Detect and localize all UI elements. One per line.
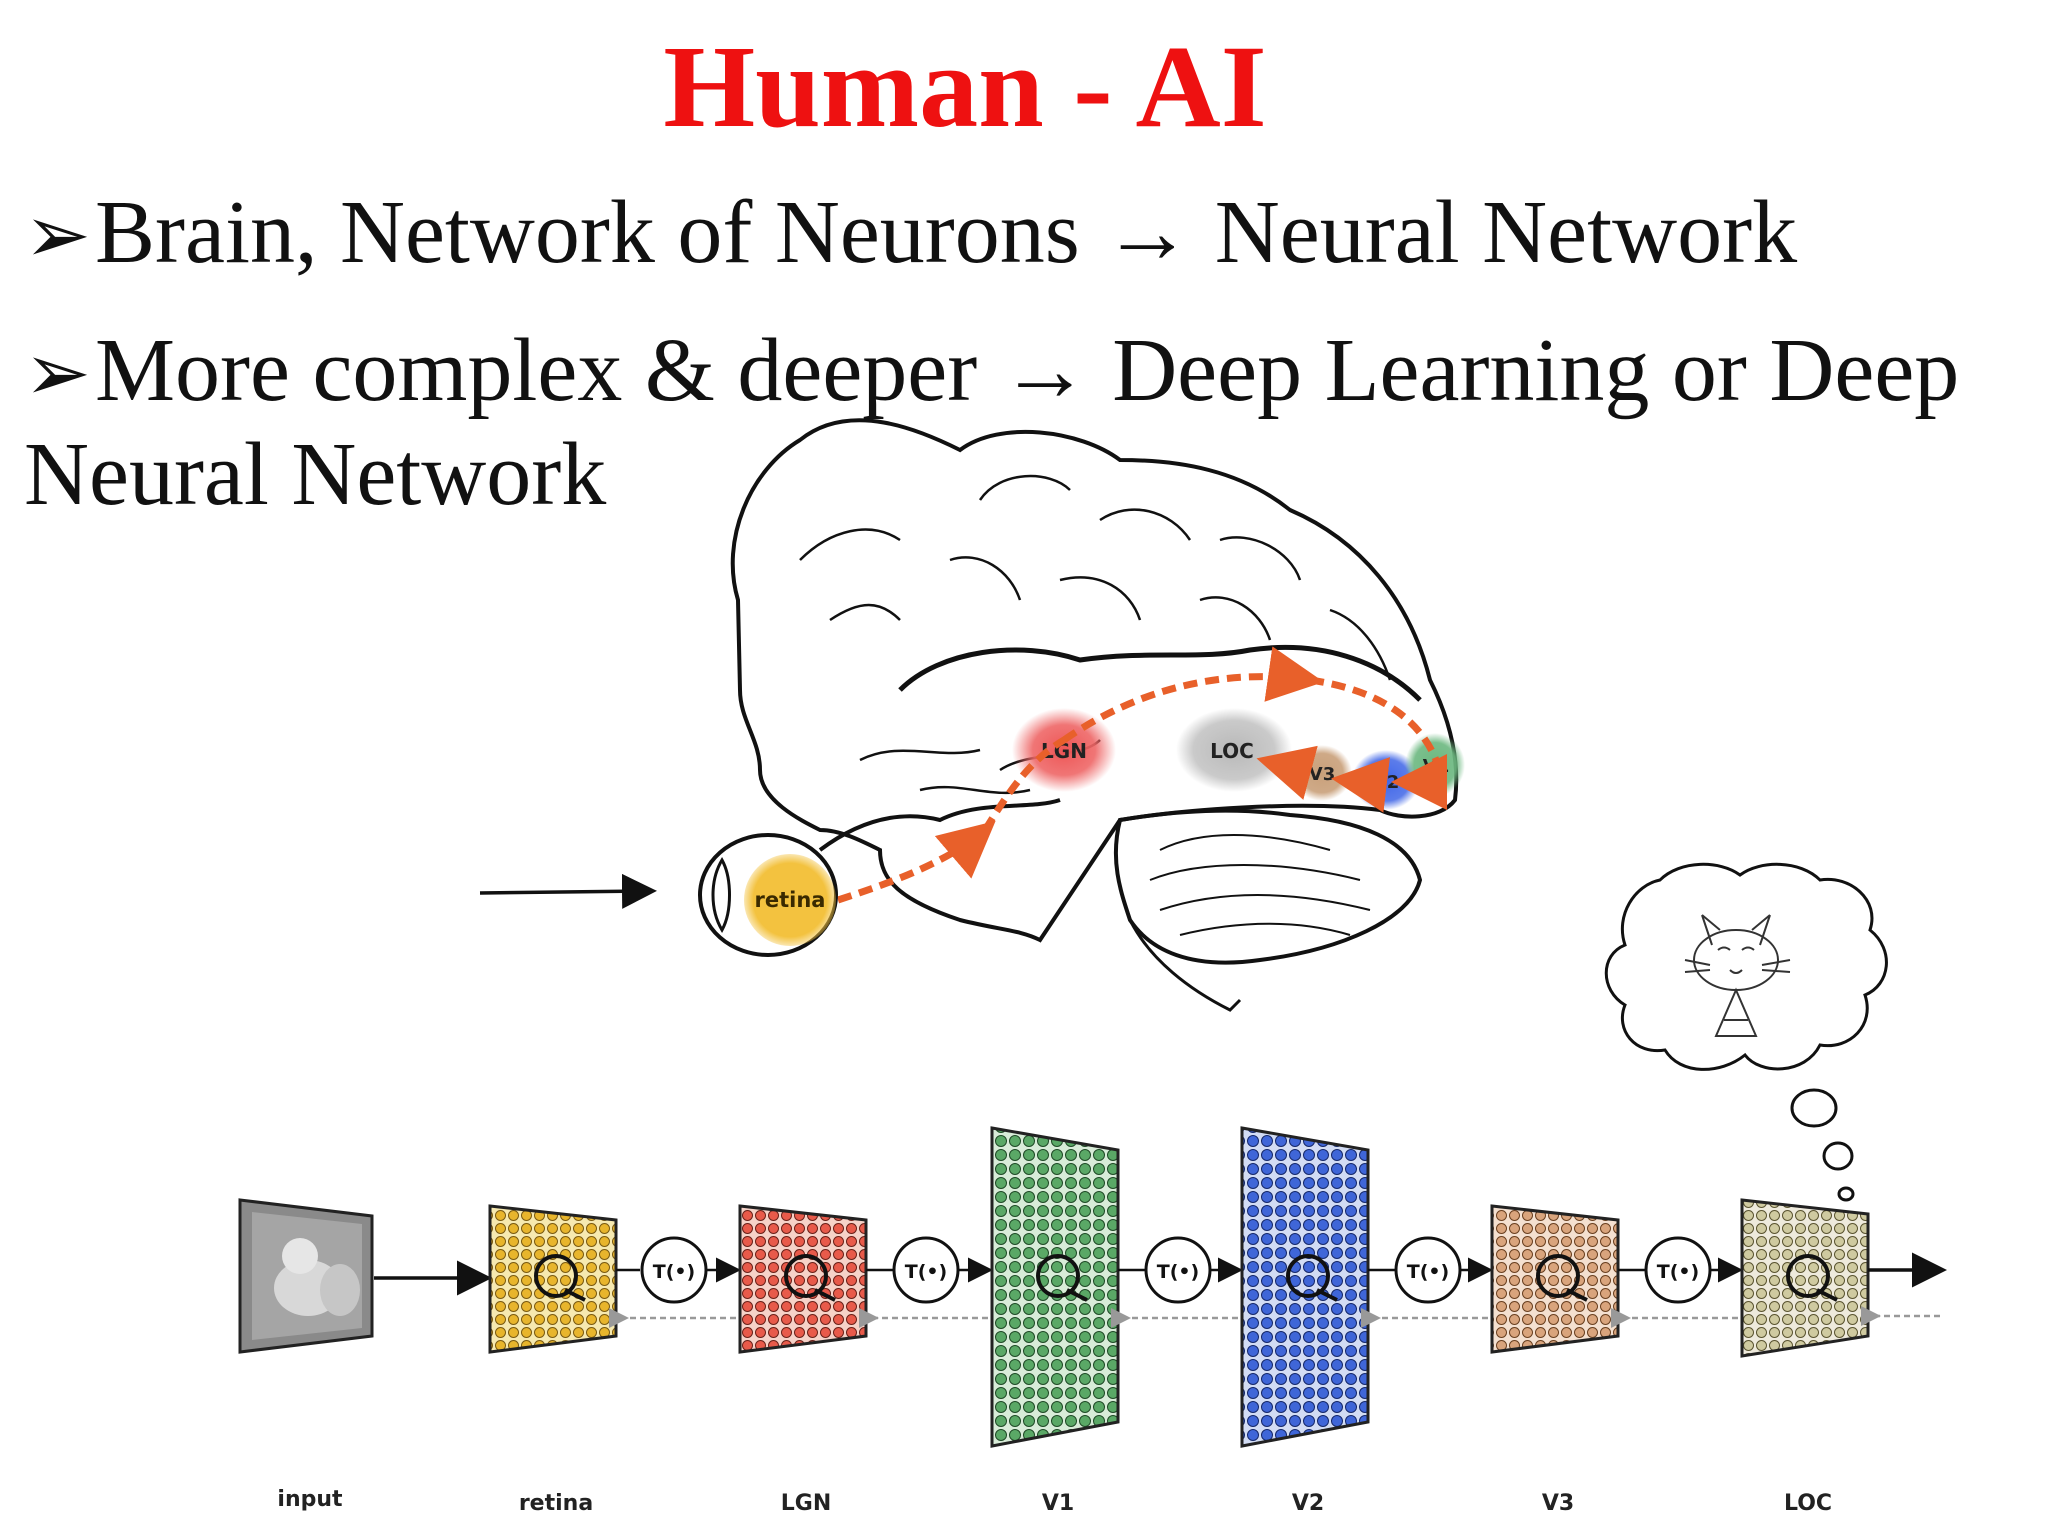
bullet-2: ➢More complex & deeper → Deep Learning o… (24, 316, 1959, 426)
stage-label-v2: V2 (1292, 1491, 1324, 1516)
transform-node: T(•) (892, 1236, 960, 1304)
bullet-1: ➢Brain, Network of Neurons → Neural Netw… (24, 178, 1797, 288)
v3-layer (1490, 1204, 1620, 1354)
v2-label: V2 (1373, 772, 1399, 793)
v3-label: V3 (1309, 764, 1335, 785)
cnn-pipeline: T(•) T(•) T(•) T(•) (238, 1126, 1947, 1448)
bullet-text: Brain, Network of Neurons → Neural Netwo… (95, 183, 1798, 282)
stage-label-v1: V1 (1042, 1491, 1074, 1516)
lgn-layer (738, 1204, 868, 1354)
retina-layer (488, 1204, 618, 1354)
visual-pathway (836, 646, 1447, 904)
bullet-text: More complex & deeper → Deep Learning or… (95, 321, 1960, 420)
transform-node: T(•) (1394, 1236, 1462, 1304)
v2-layer (1240, 1126, 1370, 1448)
loc-layer (1740, 1198, 1870, 1358)
transform-node: T(•) (1644, 1236, 1712, 1304)
brain-regions: LGN LOC V3 V2 V1 (1012, 708, 1465, 810)
stage-label-loc: LOC (1784, 1491, 1832, 1516)
slide-title: Human - AI (663, 21, 1267, 152)
stage-labels: input retina LGN V1 V2 V3 LOC (277, 1487, 1832, 1516)
lgn-region (1012, 708, 1116, 792)
transform-node: T(•) (640, 1236, 708, 1304)
loc-label: LOC (1210, 739, 1254, 763)
svg-text:T(•): T(•) (1657, 1261, 1699, 1283)
brain-illustration (730, 418, 1459, 1012)
bullet-marker: ➢ (24, 330, 92, 418)
v1-layer (990, 1126, 1120, 1448)
input-arrow (479, 873, 657, 909)
eye-icon: retina (698, 833, 838, 957)
svg-text:T(•): T(•) (905, 1261, 947, 1283)
stage-label-lgn: LGN (781, 1491, 832, 1516)
thought-cloud-icon (1604, 862, 1888, 1202)
stage-label-retina: retina (519, 1491, 593, 1516)
stage-label-input: input (277, 1487, 343, 1512)
bullet-marker: ➢ (24, 192, 92, 280)
svg-text:T(•): T(•) (1157, 1261, 1199, 1283)
transform-node: T(•) (1144, 1236, 1212, 1304)
svg-text:T(•): T(•) (653, 1261, 695, 1283)
retina-label: retina (755, 888, 826, 912)
svg-text:T(•): T(•) (1407, 1261, 1449, 1283)
input-image (238, 1198, 374, 1354)
bullet-2-continued: Neural Network (24, 425, 607, 524)
cat-icon (1684, 914, 1791, 1037)
stage-label-v3: V3 (1542, 1491, 1574, 1516)
